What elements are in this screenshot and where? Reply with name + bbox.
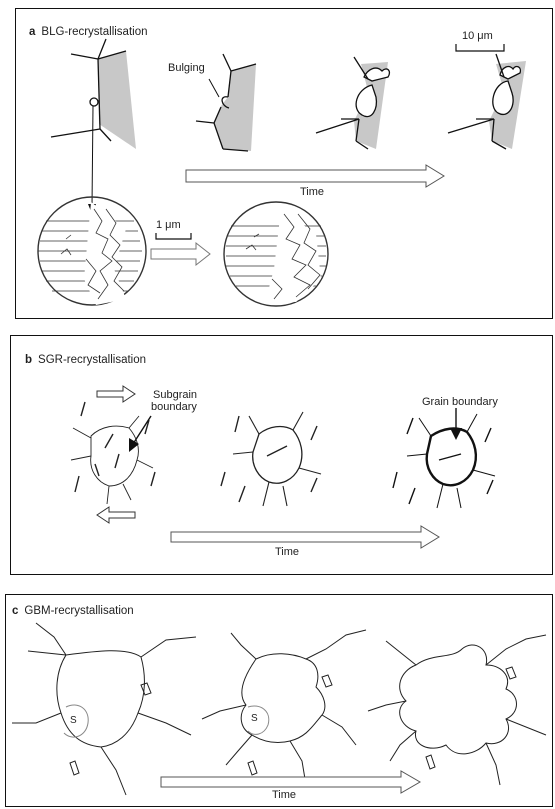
grain-boundary-label: Grain boundary: [422, 396, 498, 408]
shear-arrow-top: [97, 386, 135, 402]
sgr-diagram: [11, 336, 554, 576]
subgrain-boundary-label-2: boundary: [151, 401, 197, 413]
panel-sgr-recrystallisation: b SGR-recrystallisation Subgrain boundary…: [10, 335, 553, 575]
panel-c-title-text: GBM-recrystallisation: [24, 605, 133, 617]
panel-c-letter: c: [12, 605, 18, 617]
panel-b-title-text: SGR-recrystallisation: [38, 354, 146, 366]
time-label-c: Time: [272, 789, 296, 801]
gbm-grain-3: [368, 635, 546, 785]
gbm-grain-1: [12, 623, 196, 795]
panel-a-title-text: BLG-recrystallisation: [41, 26, 147, 38]
panel-a-letter: a: [29, 26, 35, 38]
sgr-grain-1: [71, 402, 155, 504]
blg-stage-1: [51, 39, 136, 214]
panel-b-title: b SGR-recrystallisation: [25, 354, 146, 366]
scale-bar-10um: [456, 44, 504, 51]
shear-arrow-bottom: [97, 507, 135, 523]
panel-c-title: c GBM-recrystallisation: [12, 605, 134, 617]
scale-label-10um: 10 μm: [462, 30, 493, 42]
scale-arrow-a: [151, 243, 210, 265]
blg-stage-3: [316, 57, 389, 149]
panel-blg-recrystallisation: a BLG-recrystallisation Bulging 10 μm 1 μ…: [15, 8, 553, 319]
gbm-diagram: [6, 595, 554, 808]
bulging-label: Bulging: [168, 62, 205, 74]
scale-label-1um: 1 μm: [156, 219, 181, 231]
panel-b-letter: b: [25, 354, 32, 366]
blg-diagram: [16, 9, 554, 320]
sgr-grain-2: [221, 412, 321, 506]
time-arrow-b: [171, 526, 439, 548]
time-label-a: Time: [300, 186, 324, 198]
time-label-b: Time: [275, 546, 299, 558]
microstructure-circle-2: [224, 202, 328, 306]
s-label-2: S: [251, 713, 258, 725]
panel-gbm-recrystallisation: c GBM-recrystallisation S S Time: [5, 594, 553, 807]
sgr-grain-3: [393, 414, 495, 508]
panel-a-title: a BLG-recrystallisation: [29, 26, 148, 38]
s-label-1: S: [70, 715, 77, 727]
microstructure-circle-1: [38, 197, 146, 305]
blg-stage-2: [196, 54, 256, 151]
blg-stage-4: [448, 54, 526, 149]
gbm-grain-2: [202, 630, 366, 785]
scale-bar-1um: [156, 233, 191, 239]
subgrain-boundary-label-1: Subgrain: [153, 389, 197, 401]
time-arrow-a: [186, 165, 444, 187]
